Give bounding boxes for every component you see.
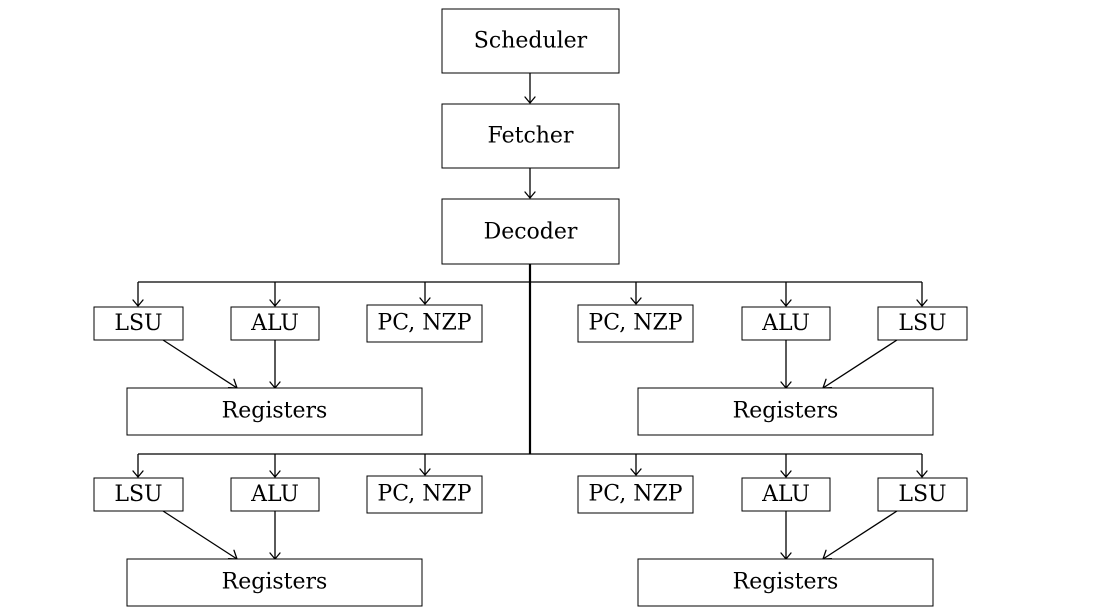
arrowhead — [419, 468, 431, 476]
arrowhead — [524, 191, 536, 199]
scheduler-label: Scheduler — [474, 29, 588, 54]
core0-registers-box: Registers — [126, 387, 423, 436]
core1-pc-nzp-box: PC, NZP — [577, 304, 694, 343]
core2-alu-box: ALU — [230, 477, 320, 512]
core3-lsu-box: LSU — [877, 477, 968, 512]
arrowhead — [132, 470, 144, 478]
core1-alu-label: ALU — [761, 311, 810, 336]
edge-c2-lsu-registers — [162, 510, 238, 560]
core1-alu-box: ALU — [741, 306, 831, 341]
core3-alu-label: ALU — [761, 482, 810, 507]
core1-pc-nzp-label: PC, NZP — [588, 311, 682, 336]
core3-pc-nzp-box: PC, NZP — [577, 475, 694, 514]
core2-alu-label: ALU — [250, 482, 299, 507]
core1-lsu-label: LSU — [898, 311, 946, 336]
core1-registers-box: Registers — [637, 387, 934, 436]
core2-lsu-label: LSU — [114, 482, 162, 507]
core3-registers-box: Registers — [637, 558, 934, 607]
core1-registers-label: Registers — [733, 399, 839, 424]
scheduler-box: Scheduler — [441, 8, 620, 74]
core3-pc-nzp-label: PC, NZP — [588, 482, 682, 507]
core0-pc-nzp-box: PC, NZP — [366, 304, 483, 343]
edge-c3-lsu-registers — [822, 510, 898, 560]
fetcher-box: Fetcher — [441, 103, 620, 169]
edge-c0-lsu-registers — [162, 339, 238, 389]
arrowhead — [269, 299, 281, 307]
arrowhead — [630, 297, 642, 305]
core0-alu-label: ALU — [250, 311, 299, 336]
arrowhead — [916, 299, 928, 307]
core1-lsu-box: LSU — [877, 306, 968, 341]
arrowhead — [524, 96, 536, 104]
core2-pc-nzp-box: PC, NZP — [366, 475, 483, 514]
core3-alu-box: ALU — [741, 477, 831, 512]
fetcher-label: Fetcher — [488, 124, 574, 149]
arrowhead — [132, 299, 144, 307]
core0-lsu-box: LSU — [93, 306, 184, 341]
core2-pc-nzp-label: PC, NZP — [377, 482, 471, 507]
arrowhead — [780, 470, 792, 478]
decoder-box: Decoder — [441, 198, 620, 265]
core3-registers-label: Registers — [733, 570, 839, 595]
arrowhead — [916, 470, 928, 478]
core0-alu-box: ALU — [230, 306, 320, 341]
core0-pc-nzp-label: PC, NZP — [377, 311, 471, 336]
arrowhead — [630, 468, 642, 476]
arrowhead — [419, 297, 431, 305]
edge-c1-lsu-registers — [822, 339, 898, 389]
core0-lsu-label: LSU — [114, 311, 162, 336]
core2-lsu-box: LSU — [93, 477, 184, 512]
arrowhead — [269, 470, 281, 478]
core2-registers-box: Registers — [126, 558, 423, 607]
core3-lsu-label: LSU — [898, 482, 946, 507]
core0-registers-label: Registers — [222, 399, 328, 424]
core2-registers-label: Registers — [222, 570, 328, 595]
arrowhead — [780, 299, 792, 307]
decoder-label: Decoder — [484, 220, 578, 245]
